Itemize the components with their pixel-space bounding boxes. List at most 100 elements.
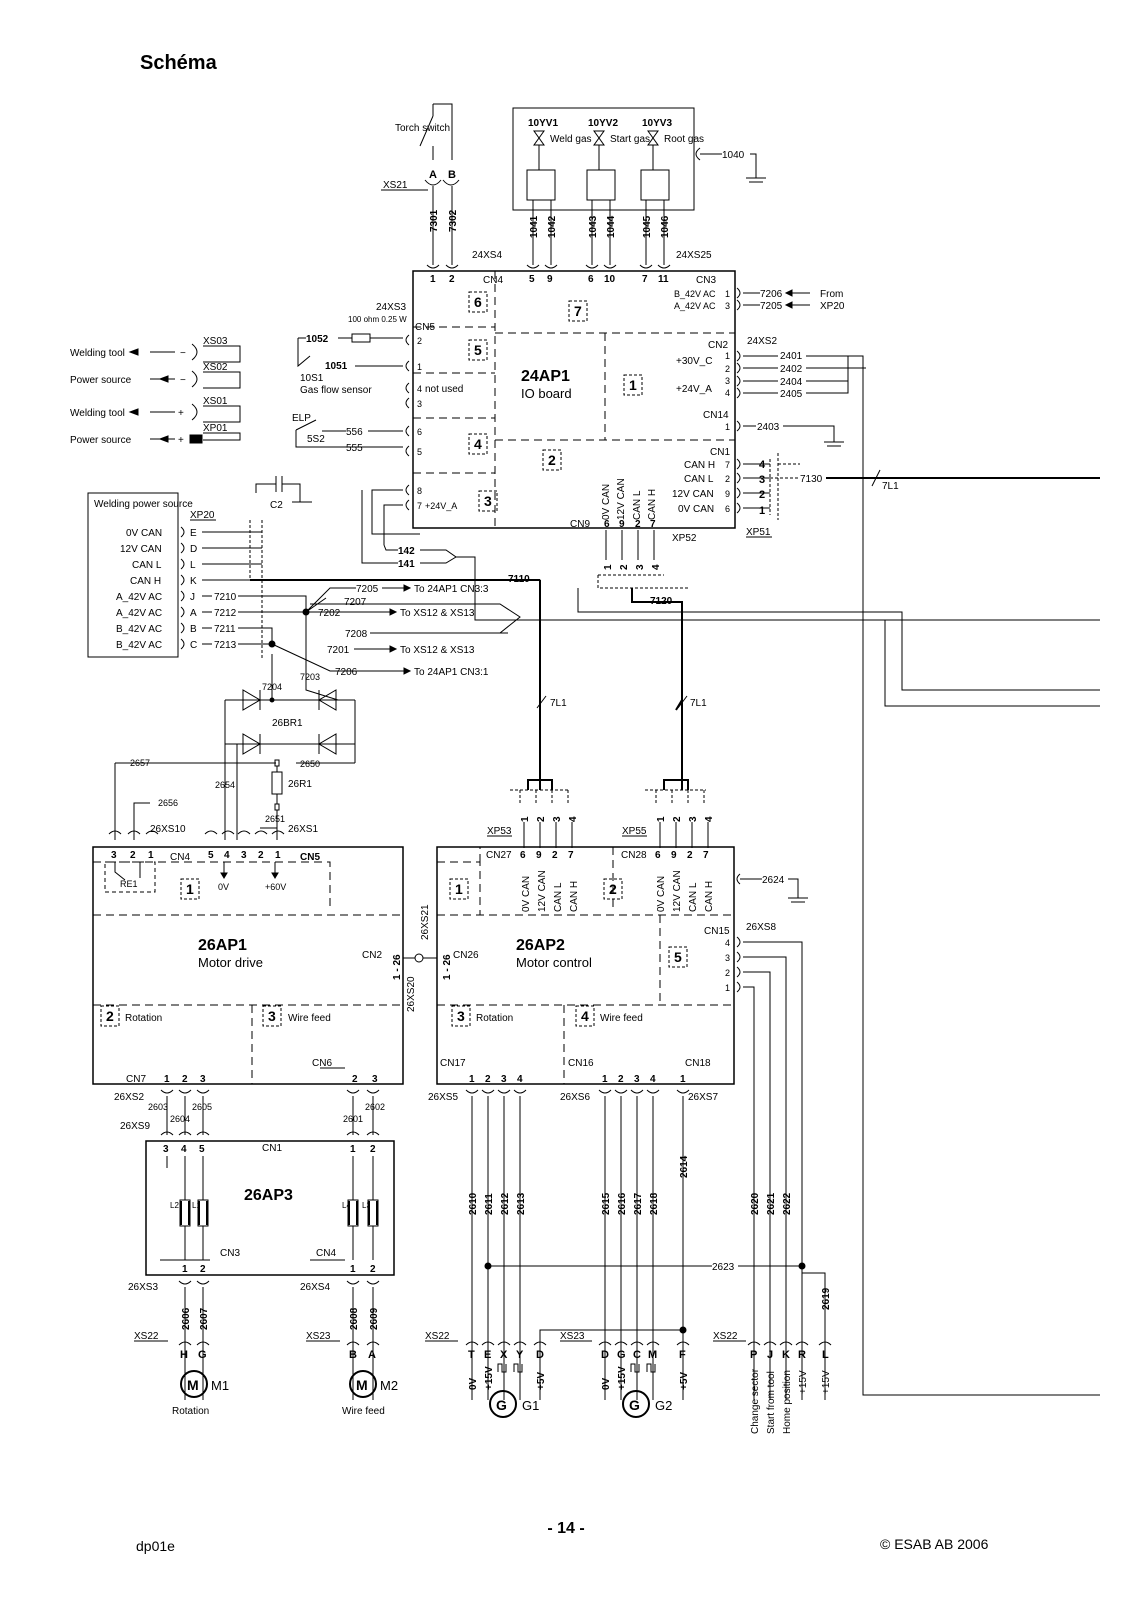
svg-text:6: 6: [520, 850, 526, 861]
svg-text:8: 8: [417, 486, 422, 496]
l4-label: L4: [342, 1201, 351, 1210]
svg-text:6: 6: [588, 274, 594, 285]
wire-7213: 7213: [214, 640, 237, 651]
svg-text:2: 2: [370, 1144, 376, 1155]
cn3-label: CN3: [696, 275, 716, 286]
cn27-canh: CAN H: [569, 881, 580, 912]
svg-text:3: 3: [501, 1074, 507, 1085]
wire-2613: 2613: [516, 1192, 527, 1215]
cn2-io-label: CN2: [708, 340, 728, 351]
xs6-label: 26XS6: [560, 1092, 590, 1103]
wire-2605: 2605: [192, 1102, 212, 1112]
svg-text:3: 3: [111, 850, 117, 861]
wire-2401: 2401: [780, 351, 803, 362]
cn9-canh: CAN H: [647, 489, 658, 520]
svg-text:4: 4: [568, 816, 579, 822]
xs10-label: 26XS10: [150, 824, 186, 835]
cn28-12vcan: 12V CAN: [672, 870, 683, 912]
xs24-4-label: 24XS4: [472, 250, 502, 261]
wps-pin-6: B: [190, 624, 197, 635]
cn18-label: CN18: [685, 1058, 711, 1069]
xs23-m-label: XS23: [306, 1331, 331, 1342]
g1-pin-0: T: [468, 1349, 475, 1361]
wire-2404: 2404: [780, 377, 803, 388]
wtl-3-conn: XP01: [203, 423, 228, 434]
m1-pin-g: G: [198, 1349, 207, 1361]
g2-sig-1: +15V: [617, 1366, 628, 1390]
m1-pin-h: H: [180, 1349, 188, 1361]
svg-text:1: 1: [164, 1074, 170, 1085]
from-label: From: [820, 289, 843, 300]
svg-text:3: 3: [759, 474, 765, 486]
svg-text:1: 1: [469, 1074, 475, 1085]
svg-text:4: 4: [517, 1074, 523, 1085]
svg-text:7: 7: [417, 501, 422, 511]
md-rotation: Rotation: [125, 1013, 162, 1024]
svg-text:3: 3: [634, 1074, 640, 1085]
wire-7130: 7130: [800, 474, 823, 485]
svg-text:2: 2: [609, 881, 617, 897]
dest-cn33: To 24AP1 CN3:3: [414, 584, 489, 595]
g1-sig-4: +5V: [536, 1372, 547, 1390]
wtl-0-conn: XS03: [203, 336, 228, 347]
l1-label: L1: [192, 1201, 201, 1210]
cn27-canl: CAN L: [553, 882, 564, 912]
wire-2612: 2612: [500, 1192, 511, 1215]
cn9-canl: CAN L: [632, 490, 643, 520]
l2-label: L2: [170, 1201, 179, 1210]
svg-text:1: 1: [455, 881, 463, 897]
svg-text:1: 1: [350, 1264, 356, 1275]
page-number: - 14 -: [547, 1520, 585, 1537]
g1-sig-0: 0V: [468, 1377, 479, 1390]
wire-2611: 2611: [484, 1193, 495, 1215]
svg-text:9: 9: [671, 850, 677, 861]
svg-text:1: 1: [350, 1144, 356, 1155]
svg-text:M: M: [356, 1377, 368, 1393]
cn9-0vcan: 0V CAN: [601, 484, 612, 520]
cn1-ap3-label: CN1: [262, 1143, 282, 1154]
wire-2654: 2654: [215, 780, 235, 790]
g2-sig-4: +5V: [679, 1372, 690, 1390]
svg-text:1: 1: [186, 881, 194, 897]
svg-text:4: 4: [651, 564, 662, 570]
canl-label: CAN L: [684, 474, 714, 485]
cn9-label: CN9: [570, 519, 590, 530]
wire-7203: 7203: [300, 672, 320, 682]
cn4-label: CN4: [483, 275, 503, 286]
svg-text:1: 1: [725, 351, 730, 361]
motor-drive-name: Motor drive: [198, 955, 263, 970]
g2-pin-0: D: [601, 1349, 609, 1361]
xs22r-sig-2: Home position: [782, 1370, 793, 1434]
wire-7211: 7211: [214, 624, 236, 635]
svg-text:2: 2: [619, 564, 630, 570]
svg-text:1: 1: [725, 422, 730, 432]
xs20-board-label: 26XS20: [406, 976, 417, 1012]
wps-pin-3: K: [190, 576, 197, 587]
wtl-0-sign: −: [180, 348, 186, 359]
motor-m2-ref: M2: [380, 1378, 398, 1393]
wire-2608: 2608: [349, 1307, 360, 1330]
svg-text:2: 2: [449, 274, 455, 285]
encoder-g2-ref: G2: [655, 1398, 672, 1413]
xs1-label: 26XS1: [288, 824, 318, 835]
motor-m1-ref: M1: [211, 1378, 229, 1393]
wire-142: 142: [398, 546, 415, 557]
xs22r-sig-0: Change sector: [750, 1368, 761, 1434]
motor-m1-label: Rotation: [172, 1406, 209, 1417]
wire-2656: 2656: [158, 798, 178, 808]
v12can-label: 12V CAN: [672, 489, 714, 500]
wire-2609: 2609: [369, 1307, 380, 1330]
ap3-ref: 26AP3: [244, 1187, 293, 1204]
xp53-label: XP53: [487, 826, 512, 837]
wire-1041: 1041: [529, 215, 540, 238]
wtl-2-conn: XS01: [203, 396, 228, 407]
valve-2-name: Start gas: [610, 134, 650, 145]
wire-7206-left: 7206: [335, 667, 358, 678]
motor-drive-ref: 26AP1: [198, 937, 247, 954]
wire-2617: 2617: [633, 1192, 644, 1215]
xs22r-pin-3: R: [798, 1349, 806, 1361]
wire-2602: 2602: [365, 1102, 385, 1112]
wire-2618: 2618: [649, 1192, 660, 1215]
